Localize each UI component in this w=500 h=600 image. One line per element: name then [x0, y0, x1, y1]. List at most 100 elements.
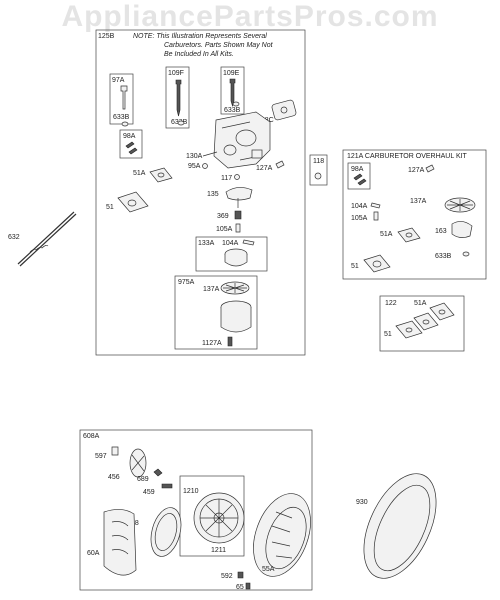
part-1210-pulley[interactable] [193, 492, 245, 544]
kit-part-163[interactable] [451, 221, 473, 238]
kit-label-633b: 633B [435, 253, 452, 260]
label-1210: 1210 [183, 488, 199, 495]
part-459[interactable] [161, 483, 173, 489]
part-58-spring[interactable] [146, 504, 186, 560]
label-105a: 105A [216, 226, 233, 233]
part-109e-box[interactable] [220, 66, 245, 115]
part-97a-box[interactable] [109, 73, 134, 125]
gasket-hole [127, 199, 137, 207]
carburetor-body[interactable] [213, 111, 271, 169]
part-456[interactable] [129, 448, 147, 478]
label-95a: 95A [188, 163, 201, 170]
kit-label-51: 51 [351, 263, 359, 270]
gasket-hole [405, 232, 413, 238]
label-130a: 130A [186, 153, 203, 160]
label-51: 51 [106, 204, 114, 211]
label-975a: 975A [178, 279, 195, 286]
part-118-box[interactable] [309, 154, 328, 186]
label-456: 456 [108, 474, 120, 481]
part-118[interactable] [314, 172, 322, 180]
part-105a[interactable] [235, 223, 241, 233]
label-1211: 1211 [211, 547, 226, 554]
carb-box-id: 125B [98, 33, 115, 40]
label-58: 58 [131, 520, 139, 527]
kit-label-104a: 104A [351, 203, 368, 210]
link-spring [29, 244, 49, 253]
part-369[interactable] [234, 210, 242, 220]
leader-130a [202, 151, 218, 157]
part-633b-washer-3[interactable] [232, 101, 240, 107]
label-122: 122 [385, 300, 397, 307]
part-632-link[interactable] [17, 211, 77, 267]
part-109f-box[interactable] [165, 66, 190, 129]
label-65: 65 [236, 584, 244, 591]
label-109e: 109E [223, 70, 240, 77]
label-592: 592 [221, 573, 233, 580]
part-117[interactable] [234, 174, 240, 180]
kit-title: 121A CARBURETOR OVERHAUL KIT [347, 153, 468, 160]
label-55a: 55A [262, 566, 275, 573]
part-95a[interactable] [202, 163, 208, 169]
overhaul-kit-box [342, 149, 487, 280]
starter-box [79, 429, 313, 591]
part-109f-needle[interactable] [175, 79, 182, 117]
label-97a: 97A [112, 77, 125, 84]
label-133a: 133A [198, 240, 215, 247]
kit-label-51a: 51A [380, 231, 393, 238]
kit-label-98a: 98A [351, 166, 364, 173]
part-98a-box[interactable] [119, 129, 143, 159]
kit-part-127a[interactable] [425, 164, 435, 173]
part-1127a[interactable] [227, 336, 233, 347]
part-975a-bowl[interactable] [220, 300, 252, 333]
gasket-hole [157, 172, 165, 178]
note-line-1: NOTE: This Illustration Represents Sever… [133, 33, 267, 40]
part-97a-screw[interactable] [120, 85, 128, 110]
part-127a[interactable] [275, 160, 285, 169]
label-104a: 104A [222, 240, 239, 247]
label-51a: 51A [133, 170, 146, 177]
kit-part-137a[interactable] [444, 197, 476, 213]
part-133a-bowl[interactable] [224, 248, 248, 267]
part-104a[interactable] [242, 239, 255, 246]
label-1127a: 1127A [202, 340, 222, 347]
label-122-51: 51 [384, 331, 392, 338]
note-line-3: Be Included In All Kits. [164, 51, 234, 58]
part-930-screen[interactable] [349, 463, 451, 590]
part-60a[interactable] [103, 509, 137, 576]
kit-98a-box[interactable] [347, 162, 371, 190]
part-592[interactable] [237, 571, 244, 579]
kit-part-633b[interactable] [462, 251, 470, 257]
part-137a-diaphragm[interactable] [220, 281, 250, 295]
kit-label-105a: 105A [351, 215, 368, 222]
label-369: 369 [217, 213, 229, 220]
gasket-hole [280, 106, 288, 114]
part-135-float[interactable] [225, 187, 253, 201]
label-135: 135 [207, 191, 219, 198]
label-122-51a: 51A [414, 300, 427, 307]
label-930: 930 [356, 499, 368, 506]
starter-box-id: 608A [83, 433, 100, 440]
kit-part-98a[interactable] [353, 173, 367, 186]
label-98a: 98A [123, 133, 136, 140]
part-98a-screws[interactable] [125, 141, 138, 155]
part-122-box[interactable] [379, 295, 465, 352]
kit-label-163: 163 [435, 228, 447, 235]
part-633b-washer-2[interactable] [177, 120, 185, 126]
part-975a-box[interactable] [174, 275, 258, 350]
kit-part-105a[interactable] [373, 211, 379, 221]
carburetor-box [95, 29, 306, 356]
part-633b-washer-1[interactable] [121, 121, 129, 127]
part-133a-box[interactable] [195, 236, 268, 272]
label-459: 459 [143, 489, 155, 496]
part-55a-housing[interactable] [243, 486, 321, 585]
kit-label-127a: 127A [408, 167, 425, 174]
part-689[interactable] [153, 468, 163, 477]
label-633b-3: 633B [224, 107, 241, 114]
label-632: 632 [8, 234, 20, 241]
part-597[interactable] [111, 446, 119, 456]
label-597: 597 [95, 453, 107, 460]
part-65[interactable] [245, 582, 251, 590]
part-122-gaskets[interactable] [395, 302, 455, 339]
label-117: 117 [221, 175, 232, 182]
kit-part-104a[interactable] [370, 202, 381, 209]
